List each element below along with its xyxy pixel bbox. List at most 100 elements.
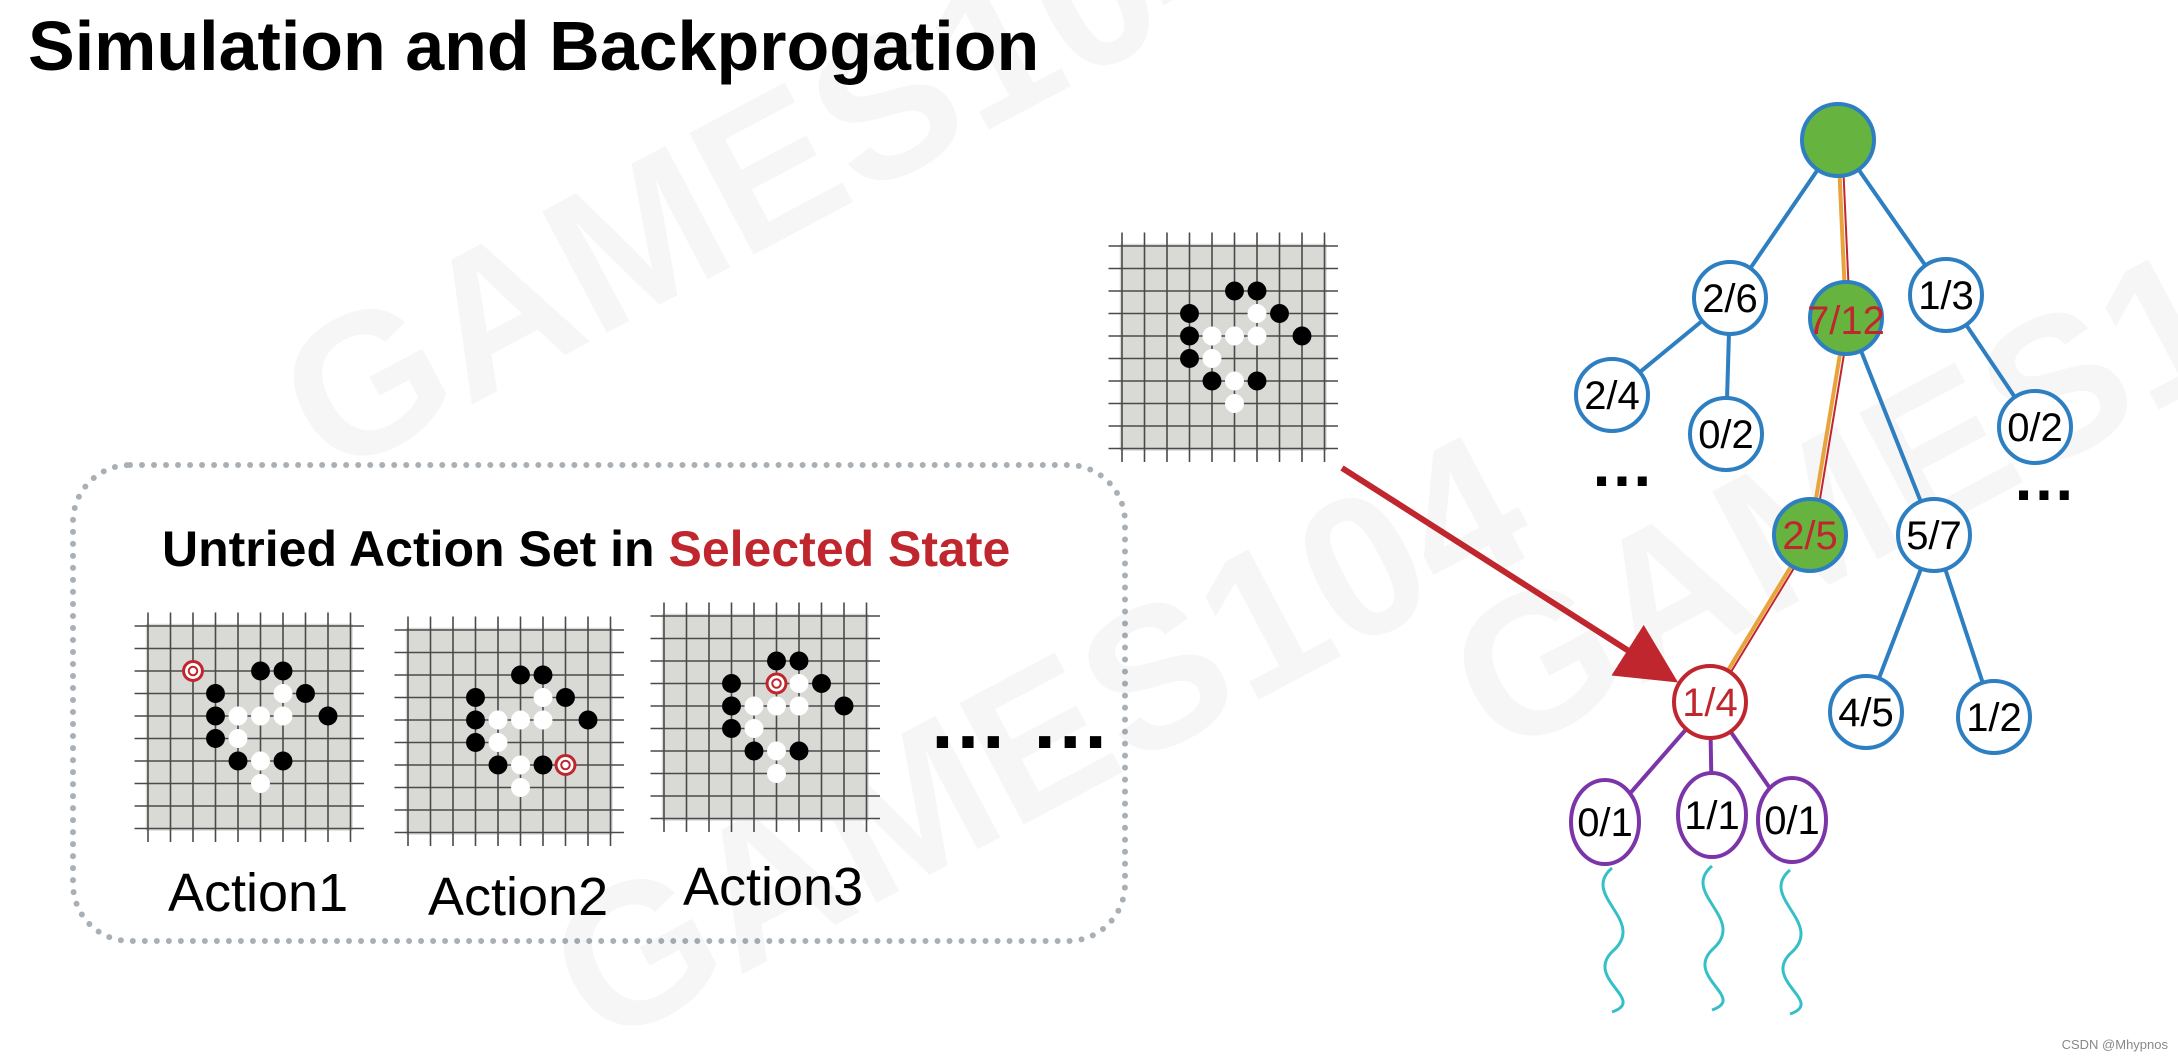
white-stone bbox=[1202, 349, 1222, 368]
black-stone bbox=[318, 706, 338, 726]
tree-leaf-label: 1/1 bbox=[1684, 794, 1740, 838]
tree-node-label: 0/2 bbox=[2007, 406, 2063, 450]
candidate-move-marker-inner bbox=[187, 665, 199, 677]
white-stone bbox=[511, 778, 530, 797]
black-stone bbox=[466, 688, 485, 707]
tree-ellipsis-right: … bbox=[2012, 442, 2076, 514]
white-stone bbox=[767, 741, 786, 761]
black-stone bbox=[767, 651, 786, 671]
white-stone bbox=[273, 706, 293, 726]
black-stone bbox=[533, 755, 553, 775]
tree-leaf-label: 0/1 bbox=[1764, 799, 1820, 843]
white-stone bbox=[789, 696, 809, 716]
white-stone bbox=[251, 751, 270, 771]
action-label-3: Action3 bbox=[683, 857, 864, 917]
edge-n1b-n2d bbox=[1846, 317, 1936, 536]
black-stone bbox=[789, 741, 809, 761]
tree-node-label-selected: 2/5 bbox=[1782, 514, 1838, 558]
board-action-1 bbox=[134, 612, 364, 842]
tree-node bbox=[1828, 674, 1904, 750]
white-stone bbox=[767, 696, 786, 716]
page-title: Simulation and Backprogation bbox=[28, 7, 1040, 85]
tree-leaf bbox=[1569, 778, 1641, 866]
black-stone bbox=[812, 674, 831, 693]
tree-node bbox=[1956, 679, 2032, 755]
tree-node-label: 0/2 bbox=[1698, 413, 1754, 457]
credit-text: CSDN @Mhypnos bbox=[2061, 1037, 2168, 1052]
rollout-path bbox=[1779, 868, 1803, 1016]
panel-heading-prefix: Untried Action Set in bbox=[162, 521, 669, 577]
white-stone bbox=[1225, 326, 1244, 346]
black-stone bbox=[273, 661, 293, 681]
candidate-move-marker bbox=[554, 754, 577, 776]
tree-node bbox=[1688, 396, 1764, 472]
candidate-move-marker bbox=[182, 660, 204, 682]
black-stone bbox=[1292, 326, 1312, 346]
tree-node-expanded bbox=[1672, 664, 1748, 740]
board-action-3 bbox=[650, 602, 880, 832]
action-label-1: Action1 bbox=[168, 863, 349, 923]
black-stone bbox=[206, 684, 225, 703]
white-stone bbox=[228, 706, 248, 726]
tree-node-label: 5/7 bbox=[1906, 514, 1962, 558]
white-stone bbox=[273, 684, 293, 703]
white-stone bbox=[744, 719, 764, 738]
candidate-move-marker-inner bbox=[560, 759, 571, 771]
rollout-path bbox=[1701, 864, 1725, 1012]
tree-leaf bbox=[1756, 776, 1828, 864]
tree-node-root bbox=[1800, 102, 1876, 178]
untried-action-panel bbox=[70, 462, 1128, 944]
white-stone bbox=[1225, 371, 1244, 391]
black-stone bbox=[722, 696, 741, 716]
black-stone bbox=[1180, 326, 1199, 346]
action-label-2: Action2 bbox=[428, 867, 609, 927]
black-stone bbox=[511, 665, 530, 685]
black-stone bbox=[834, 696, 854, 716]
tree-node-selected bbox=[1808, 280, 1884, 356]
black-stone bbox=[466, 733, 485, 752]
black-stone bbox=[744, 741, 764, 761]
actions-ellipsis: … … bbox=[928, 676, 1110, 765]
board-background bbox=[405, 627, 613, 835]
panel-heading-highlight: Selected State bbox=[668, 521, 1011, 577]
black-stone bbox=[206, 706, 225, 726]
black-stone bbox=[206, 729, 225, 748]
rollout-paths bbox=[1601, 864, 1803, 1016]
expansion-arrow bbox=[1340, 465, 1679, 683]
white-stone bbox=[488, 733, 508, 752]
panel-heading: Untried Action Set in Selected State bbox=[162, 520, 1010, 578]
board-background bbox=[1119, 243, 1327, 451]
white-stone bbox=[511, 710, 530, 730]
board-background bbox=[145, 623, 353, 831]
tree-node-selected bbox=[1772, 497, 1848, 573]
black-stone bbox=[722, 674, 741, 693]
tree-node-label: 1/2 bbox=[1966, 696, 2022, 740]
tree-node-label-expanded: 1/4 bbox=[1682, 681, 1738, 725]
white-stone bbox=[789, 674, 809, 693]
black-stone bbox=[1202, 371, 1222, 391]
white-stone bbox=[228, 729, 248, 748]
black-stone bbox=[488, 755, 508, 775]
candidate-move-marker-inner bbox=[771, 678, 782, 689]
black-stone bbox=[1180, 349, 1199, 368]
black-stone bbox=[296, 684, 315, 703]
white-stone bbox=[511, 755, 530, 775]
black-stone bbox=[1247, 281, 1267, 301]
tree-node-label: 2/4 bbox=[1584, 374, 1640, 418]
black-stone bbox=[251, 661, 270, 681]
black-stone bbox=[578, 710, 598, 730]
tree-ellipsis-left: … bbox=[1590, 428, 1654, 500]
tree-node bbox=[1692, 260, 1768, 336]
white-stone bbox=[1202, 326, 1222, 346]
black-stone bbox=[722, 719, 741, 738]
white-stone bbox=[251, 706, 270, 726]
tree-node-label: 1/3 bbox=[1918, 274, 1974, 318]
tree-node bbox=[1574, 357, 1650, 433]
white-stone bbox=[767, 764, 786, 783]
tree-nodes: 2/6 7/12 1/3 2/4 0/2 2/5 5/7 0/2 1/4 4/5… bbox=[1569, 102, 2073, 866]
rollout-path bbox=[1601, 866, 1625, 1014]
black-stone bbox=[1225, 281, 1244, 301]
white-stone bbox=[1247, 304, 1267, 323]
tree-node bbox=[1908, 257, 1984, 333]
